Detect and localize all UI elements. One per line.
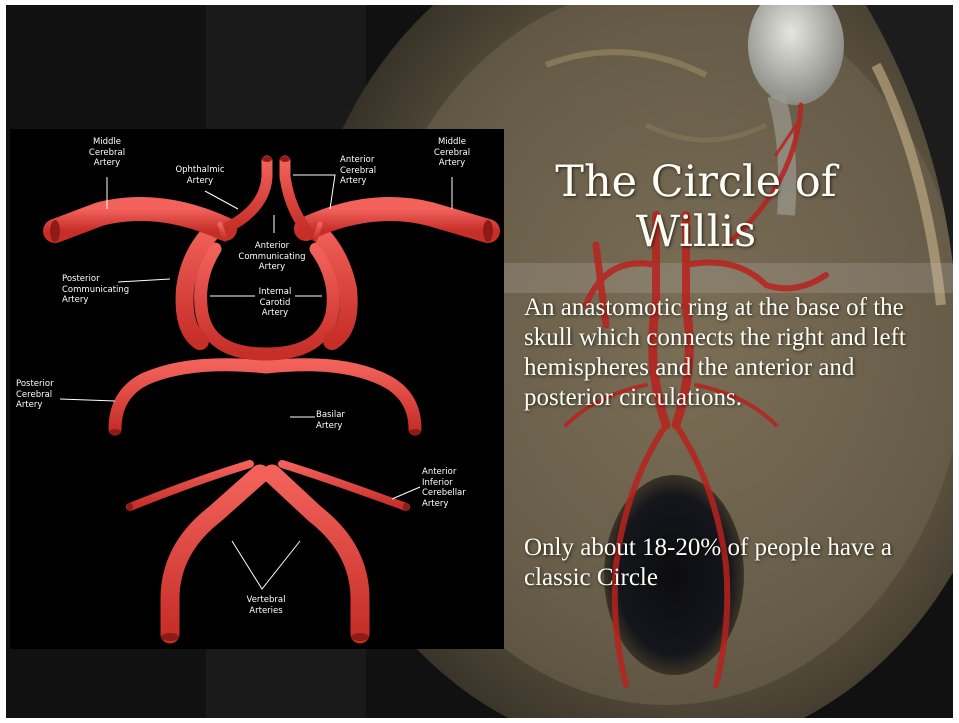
slide-note: Only about 18-20% of people have a class… (524, 533, 949, 593)
circle-of-willis-diagram: Middle Cerebral Artery Ophthalmic Artery… (10, 129, 504, 649)
mca-right (306, 209, 488, 231)
label-acomm: Anterior Communicating Artery (235, 241, 309, 273)
label-pca: Posterior Cerebral Artery (16, 379, 66, 411)
label-mca-right: Middle Cerebral Artery (427, 137, 477, 169)
slide-title: The Circle of Willis (526, 157, 866, 257)
slide-description: An anastomotic ring at the base of the s… (524, 293, 949, 413)
label-aca: Anterior Cerebral Artery (340, 155, 390, 187)
mca-left (55, 209, 225, 231)
pca-left (115, 365, 266, 429)
label-mca-left: Middle Cerebral Artery (82, 137, 132, 169)
label-ophthalmic: Ophthalmic Artery (172, 165, 228, 186)
artery-illustration (10, 129, 504, 649)
label-vertebral: Vertebral Arteries (236, 595, 296, 616)
label-pcomm: Posterior Communicating Artery (62, 274, 142, 306)
aca-right (285, 161, 306, 229)
slide: Middle Cerebral Artery Ophthalmic Artery… (6, 5, 953, 718)
label-basilar: Basilar Artery (316, 410, 360, 431)
label-ica: Internal Carotid Artery (250, 287, 300, 319)
label-aica: Anterior Inferior Cerebellar Artery (422, 467, 482, 509)
